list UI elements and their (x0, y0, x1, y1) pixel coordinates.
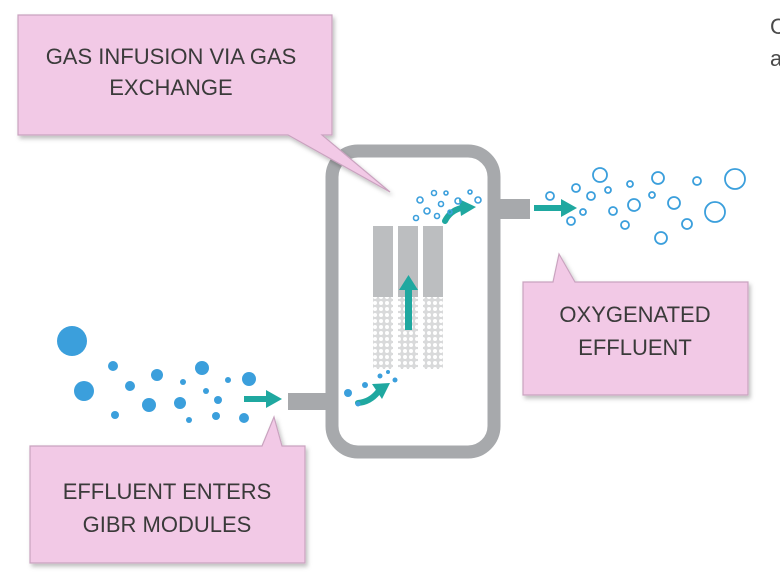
bubble (186, 417, 192, 423)
callout-oxygenated-effluent: OXYGENATED EFFLUENT (522, 252, 749, 396)
bubble (447, 209, 453, 215)
bubble (125, 381, 135, 391)
bubble (174, 397, 186, 409)
oxygen-bubbles-outlet (545, 167, 746, 245)
callout-label-line1: OXYGENATED (559, 302, 710, 327)
bubble (681, 218, 693, 230)
bubble (392, 377, 398, 383)
bubble (362, 382, 368, 388)
module-media (373, 297, 393, 369)
edge-text-line2: a (770, 46, 780, 71)
bubble (344, 389, 352, 397)
bubble (648, 191, 656, 199)
callout-box (17, 14, 391, 193)
inlet-pipe (288, 393, 332, 410)
bubble (724, 168, 746, 190)
bubble (667, 196, 681, 210)
edge-text-line1: C (770, 14, 780, 39)
module-media (398, 297, 418, 369)
bubble (437, 200, 445, 208)
bubble (430, 189, 438, 197)
outlet-pipe (494, 199, 530, 219)
bubble (74, 381, 94, 401)
oxygen-bubbles-inside (412, 189, 482, 222)
callout-effluent-enters: EFFLUENT ENTERS GIBR MODULES (29, 415, 306, 564)
bubble (627, 198, 641, 212)
callout-box (522, 252, 749, 396)
bubble (454, 197, 462, 205)
bubble (545, 191, 555, 201)
bubble (467, 189, 473, 195)
bubble (180, 379, 186, 385)
bubble (586, 191, 596, 201)
callout-label-line2: EFFLUENT (578, 335, 692, 360)
callout-box (29, 415, 306, 564)
bubble (111, 411, 119, 419)
cropped-edge-text: C a (770, 14, 780, 71)
effluent-bubbles (57, 326, 398, 423)
bubble (151, 369, 163, 381)
bubble (57, 326, 87, 356)
bubble (239, 413, 249, 423)
bubble (355, 401, 361, 407)
callout-label-line1: EFFLUENT ENTERS (63, 479, 272, 504)
bubble (604, 186, 612, 194)
outlet-arrow (534, 199, 577, 217)
bubble (704, 201, 726, 223)
bubble (592, 167, 608, 183)
callout-label-line2: EXCHANGE (109, 75, 232, 100)
bubble (412, 214, 420, 222)
bubble (203, 388, 209, 394)
bubble (692, 176, 702, 186)
bubble (108, 361, 118, 371)
bubble (626, 180, 634, 188)
inlet-arrow (244, 390, 282, 408)
bubble (386, 370, 390, 374)
bubble (654, 231, 668, 245)
bubble (142, 398, 156, 412)
callout-gas-infusion: GAS INFUSION VIA GAS EXCHANGE (17, 14, 391, 193)
callout-label-line2: GIBR MODULES (83, 512, 252, 537)
bubble (620, 220, 630, 230)
bubble (212, 412, 220, 420)
up-arrow (399, 275, 418, 330)
bubble (566, 216, 576, 226)
bubble (474, 196, 482, 204)
bubble (377, 373, 383, 379)
bubble (579, 208, 587, 216)
bubble (443, 190, 449, 196)
bubble (195, 361, 209, 375)
bubble (651, 171, 665, 185)
bubble (571, 183, 581, 193)
bubble (608, 206, 618, 216)
module-media (423, 297, 443, 369)
bubble (433, 212, 441, 220)
callout-label-line1: GAS INFUSION VIA GAS (46, 44, 297, 69)
bubble (416, 196, 424, 204)
bubble (242, 372, 256, 386)
bubble (225, 377, 231, 383)
bubble (423, 207, 431, 215)
bubble (214, 396, 222, 404)
